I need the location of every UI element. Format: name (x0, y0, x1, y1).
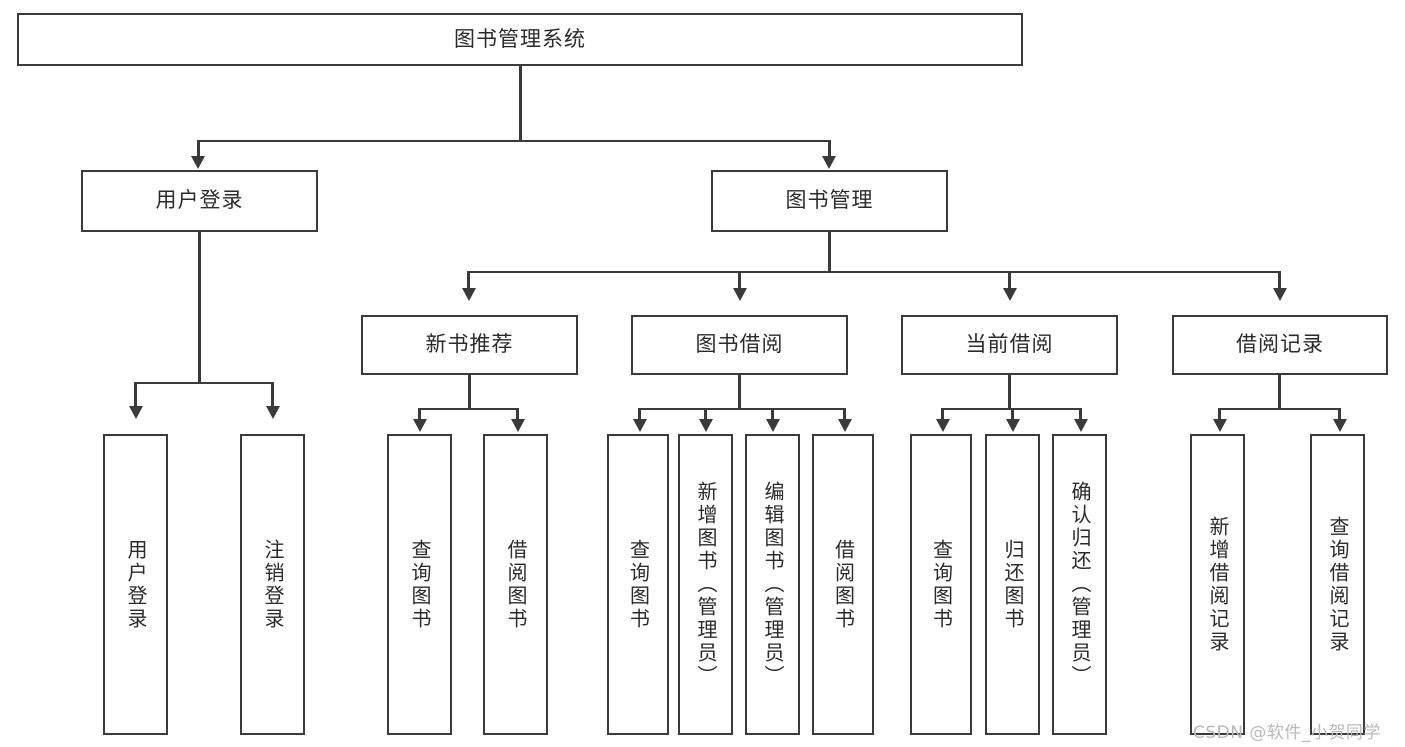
arrowhead-br-add-record (1212, 419, 1227, 432)
node-new-book-recommend[interactable]: 新书推荐 (361, 315, 578, 375)
arrowhead-bb-query-book (632, 419, 647, 432)
leaf-bb-edit-book-admin[interactable]: 编辑图书（管理员） (745, 434, 800, 735)
connector-cb-drop-1 (941, 407, 944, 422)
node-label: 编辑图书（管理员） (761, 481, 785, 688)
node-label: 新增图书（管理员） (694, 481, 718, 688)
arrowhead-current-borrow (1002, 288, 1017, 301)
arrowhead-br-query-record (1332, 419, 1347, 432)
node-label: 归还图书 (1001, 538, 1025, 631)
connector-nbr-drop-2 (516, 407, 519, 422)
node-label: 借阅图书 (831, 538, 856, 631)
node-label: 查询图书 (626, 538, 651, 631)
node-user-login[interactable]: 用户登录 (81, 170, 318, 232)
node-label: 查询图书 (408, 538, 432, 631)
leaf-logout[interactable]: 注销登录 (240, 434, 305, 735)
arrowhead-nbr-query-book (412, 419, 427, 432)
node-label: 确认归还（管理员） (1068, 481, 1092, 688)
node-label: 当前借阅 (965, 332, 1054, 357)
arrowhead-bb-add-book (698, 419, 713, 432)
node-book-borrow[interactable]: 图书借阅 (631, 315, 848, 375)
connector-root-stem (519, 66, 522, 141)
connector-bm-drop-2 (738, 270, 741, 291)
node-label: 查询借阅记录 (1326, 515, 1350, 654)
node-label: 新书推荐 (425, 332, 514, 357)
connector-br-stem (1278, 375, 1281, 409)
leaf-cb-return-book[interactable]: 归还图书 (985, 434, 1040, 735)
node-label: 图书管理 (785, 188, 874, 213)
node-label: 借阅图书 (504, 538, 528, 631)
connector-book-management-bus (468, 270, 1280, 273)
leaf-cb-confirm-return-admin[interactable]: 确认归还（管理员） (1052, 434, 1107, 735)
connector-cb-drop-3 (1079, 407, 1082, 422)
leaf-bb-query-book[interactable]: 查询图书 (607, 434, 669, 735)
connector-user-login-bus (134, 381, 273, 384)
arrowhead-cb-confirm-return (1073, 419, 1088, 432)
connector-user-login-stem (198, 232, 201, 383)
connector-bb-stem (738, 375, 741, 409)
node-borrow-record[interactable]: 借阅记录 (1172, 315, 1388, 375)
arrowhead-book-management (822, 156, 836, 169)
connector-br-drop-1 (1218, 407, 1221, 422)
connector-bb-drop-4 (843, 407, 846, 422)
connector-cb-stem (1008, 375, 1011, 409)
connector-root-to-book-management (828, 139, 831, 160)
connector-bm-drop-3 (1008, 270, 1011, 291)
node-label: 用户登录 (124, 538, 148, 631)
connector-book-management-stem (828, 232, 831, 272)
connector-user-login-drop-2 (271, 381, 274, 410)
node-label: 注销登录 (261, 538, 285, 631)
node-label: 借阅记录 (1236, 332, 1324, 357)
leaf-br-query-record[interactable]: 查询借阅记录 (1310, 434, 1365, 735)
arrowhead-leaf-logout (265, 406, 280, 419)
arrowhead-borrow-record (1272, 288, 1287, 301)
leaf-nbr-borrow-book[interactable]: 借阅图书 (483, 434, 548, 735)
connector-root-to-user-login (197, 139, 200, 160)
connector-root-bus (198, 139, 831, 142)
connector-bm-drop-1 (467, 270, 470, 291)
node-label: 新增借阅记录 (1206, 515, 1230, 654)
arrowhead-nbr-borrow-book (510, 419, 525, 432)
node-root-book-management-system[interactable]: 图书管理系统 (17, 13, 1023, 66)
connector-bb-drop-3 (771, 407, 774, 422)
arrowhead-new-book-recommend (461, 288, 476, 301)
arrowhead-bb-edit-book (765, 419, 780, 432)
node-label: 用户登录 (155, 188, 244, 213)
node-current-borrow[interactable]: 当前借阅 (901, 315, 1118, 375)
connector-br-bus (1218, 407, 1340, 410)
arrowhead-leaf-user-login (128, 406, 143, 419)
connector-br-drop-2 (1338, 407, 1341, 422)
node-label: 查询图书 (929, 538, 954, 631)
arrowhead-book-borrow (732, 288, 747, 301)
connector-nbr-drop-1 (418, 407, 421, 422)
node-book-management[interactable]: 图书管理 (711, 170, 948, 232)
connector-bm-drop-4 (1278, 270, 1281, 291)
connector-nbr-stem (468, 375, 471, 409)
leaf-br-add-record[interactable]: 新增借阅记录 (1190, 434, 1245, 735)
connector-bb-bus (638, 407, 845, 410)
connector-nbr-bus (418, 407, 518, 410)
connector-bb-drop-1 (638, 407, 641, 422)
connector-bb-drop-2 (704, 407, 707, 422)
connector-cb-drop-2 (1011, 407, 1014, 422)
arrowhead-bb-borrow-book (837, 419, 852, 432)
arrowhead-cb-return-book (1005, 419, 1020, 432)
leaf-user-login[interactable]: 用户登录 (103, 434, 168, 735)
leaf-nbr-query-book[interactable]: 查询图书 (387, 434, 452, 735)
leaf-bb-borrow-book[interactable]: 借阅图书 (812, 434, 874, 735)
leaf-cb-query-book[interactable]: 查询图书 (910, 434, 972, 735)
arrowhead-cb-query-book (935, 419, 950, 432)
connector-user-login-drop-1 (134, 381, 137, 410)
arrowhead-user-login (191, 156, 205, 169)
leaf-bb-add-book-admin[interactable]: 新增图书（管理员） (678, 434, 733, 735)
node-label: 图书借阅 (695, 332, 784, 357)
node-label: 图书管理系统 (454, 26, 586, 51)
